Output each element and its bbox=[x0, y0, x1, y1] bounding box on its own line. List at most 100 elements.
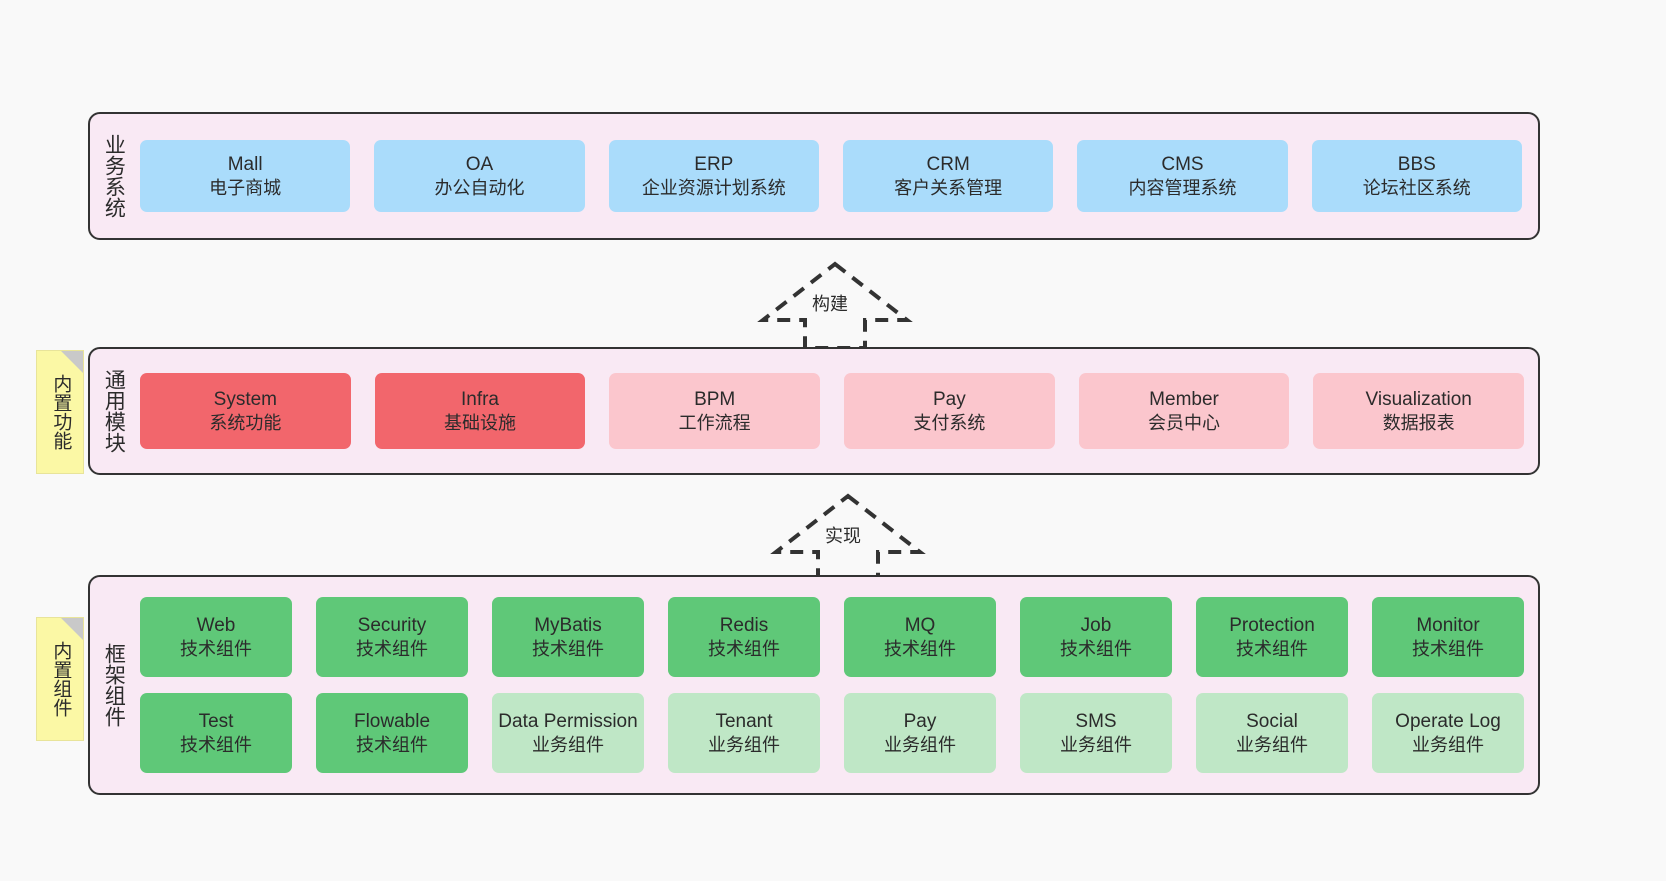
layer-business-body: Mall 电子商城 OA 办公自动化 ERP 企业资源计划系统 CRM 客户关系… bbox=[136, 114, 1538, 238]
node-security-desc: 技术组件 bbox=[356, 638, 428, 659]
node-web[interactable]: Web 技术组件 bbox=[140, 597, 292, 677]
arrow-build-label: 构建 bbox=[812, 294, 848, 314]
node-member-desc: 会员中心 bbox=[1148, 412, 1221, 433]
node-sms[interactable]: SMS 业务组件 bbox=[1020, 693, 1172, 773]
node-mybatis[interactable]: MyBatis 技术组件 bbox=[492, 597, 644, 677]
node-pay-component[interactable]: Pay 业务组件 bbox=[844, 693, 996, 773]
node-mall[interactable]: Mall 电子商城 bbox=[140, 140, 351, 212]
layer-business-systems: 业务系统 Mall 电子商城 OA 办公自动化 ERP 企业资源计划系统 CRM… bbox=[88, 112, 1540, 240]
layer-framework-title: 框架组件 bbox=[102, 643, 126, 727]
node-web-name: Web bbox=[196, 614, 236, 636]
business-node-row: Mall 电子商城 OA 办公自动化 ERP 企业资源计划系统 CRM 客户关系… bbox=[140, 140, 1522, 212]
node-redis-name: Redis bbox=[719, 614, 769, 636]
node-pay-module-desc: 支付系统 bbox=[913, 412, 986, 433]
node-bbs-name: BBS bbox=[1397, 153, 1436, 175]
node-web-desc: 技术组件 bbox=[180, 638, 252, 659]
node-visualization-name: Visualization bbox=[1365, 388, 1472, 410]
layer-common-body: System 系统功能 Infra 基础设施 BPM 工作流程 Pay 支付系统… bbox=[136, 349, 1538, 473]
node-bbs-desc: 论坛社区系统 bbox=[1362, 177, 1471, 198]
node-monitor-desc: 技术组件 bbox=[1412, 638, 1484, 659]
node-redis-desc: 技术组件 bbox=[708, 638, 780, 659]
node-monitor[interactable]: Monitor 技术组件 bbox=[1372, 597, 1524, 677]
node-bpm-name: BPM bbox=[694, 388, 736, 410]
node-tenant-desc: 业务组件 bbox=[708, 734, 780, 755]
node-security[interactable]: Security 技术组件 bbox=[316, 597, 468, 677]
node-erp-desc: 企业资源计划系统 bbox=[641, 177, 786, 198]
common-node-row: System 系统功能 Infra 基础设施 BPM 工作流程 Pay 支付系统… bbox=[140, 373, 1525, 449]
node-erp-name: ERP bbox=[694, 153, 734, 175]
node-oa-name: OA bbox=[465, 153, 494, 175]
node-job-name: Job bbox=[1080, 614, 1112, 636]
node-oa-desc: 办公自动化 bbox=[434, 177, 525, 198]
node-erp[interactable]: ERP 企业资源计划系统 bbox=[608, 140, 819, 212]
node-data-permission-desc: 业务组件 bbox=[532, 734, 604, 755]
node-tenant-name: Tenant bbox=[715, 710, 773, 732]
node-cms[interactable]: CMS 内容管理系统 bbox=[1077, 140, 1288, 212]
node-bpm-desc: 工作流程 bbox=[678, 412, 751, 433]
node-monitor-name: Monitor bbox=[1416, 614, 1480, 636]
node-redis[interactable]: Redis 技术组件 bbox=[668, 597, 820, 677]
node-protection-name: Protection bbox=[1229, 614, 1315, 636]
framework-node-row-2: Test 技术组件 Flowable 技术组件 Data Permission … bbox=[140, 693, 1524, 773]
layer-framework-components: 框架组件 Web 技术组件 Security 技术组件 MyBatis 技术组件… bbox=[88, 575, 1540, 795]
node-flowable-name: Flowable bbox=[353, 710, 431, 732]
sticky-note-built-in-components: 内置组件 bbox=[36, 617, 84, 741]
node-bpm[interactable]: BPM 工作流程 bbox=[609, 373, 821, 449]
node-security-name: Security bbox=[357, 614, 427, 636]
node-system-name: System bbox=[213, 388, 278, 410]
node-bbs[interactable]: BBS 论坛社区系统 bbox=[1311, 140, 1522, 212]
node-social-name: Social bbox=[1246, 710, 1298, 732]
node-infra[interactable]: Infra 基础设施 bbox=[374, 373, 586, 449]
node-flowable-desc: 技术组件 bbox=[356, 734, 428, 755]
node-mall-name: Mall bbox=[227, 153, 263, 175]
arrow-implement-label: 实现 bbox=[825, 526, 861, 546]
node-tenant[interactable]: Tenant 业务组件 bbox=[668, 693, 820, 773]
node-operate-log-name: Operate Log bbox=[1395, 710, 1501, 732]
node-flowable[interactable]: Flowable 技术组件 bbox=[316, 693, 468, 773]
node-mq-name: MQ bbox=[904, 614, 936, 636]
node-pay-component-desc: 业务组件 bbox=[884, 734, 956, 755]
node-protection[interactable]: Protection 技术组件 bbox=[1196, 597, 1348, 677]
node-job[interactable]: Job 技术组件 bbox=[1020, 597, 1172, 677]
node-protection-desc: 技术组件 bbox=[1236, 638, 1308, 659]
node-data-permission[interactable]: Data Permission 业务组件 bbox=[492, 693, 644, 773]
layer-common-title: 通用模块 bbox=[102, 369, 126, 453]
node-mq[interactable]: MQ 技术组件 bbox=[844, 597, 996, 677]
sticky-note-built-in-features: 内置功能 bbox=[36, 350, 84, 474]
node-pay-module[interactable]: Pay 支付系统 bbox=[844, 373, 1055, 449]
node-mall-desc: 电子商城 bbox=[209, 177, 282, 198]
framework-node-row-1: Web 技术组件 Security 技术组件 MyBatis 技术组件 Redi… bbox=[140, 597, 1524, 677]
node-visualization[interactable]: Visualization 数据报表 bbox=[1313, 373, 1525, 449]
node-test[interactable]: Test 技术组件 bbox=[140, 693, 292, 773]
node-test-desc: 技术组件 bbox=[180, 734, 252, 755]
node-visualization-desc: 数据报表 bbox=[1382, 412, 1455, 433]
node-test-name: Test bbox=[198, 710, 234, 732]
node-system-desc: 系统功能 bbox=[209, 412, 282, 433]
node-member-name: Member bbox=[1149, 388, 1219, 410]
node-job-desc: 技术组件 bbox=[1060, 638, 1132, 659]
node-data-permission-name: Data Permission bbox=[498, 710, 638, 732]
node-mq-desc: 技术组件 bbox=[884, 638, 956, 659]
node-oa[interactable]: OA 办公自动化 bbox=[374, 140, 585, 212]
node-infra-desc: 基础设施 bbox=[444, 412, 516, 433]
layer-framework-body: Web 技术组件 Security 技术组件 MyBatis 技术组件 Redi… bbox=[136, 577, 1538, 793]
layer-business-title: 业务系统 bbox=[102, 134, 126, 218]
node-member[interactable]: Member 会员中心 bbox=[1078, 373, 1290, 449]
node-system[interactable]: System 系统功能 bbox=[140, 373, 351, 449]
node-social[interactable]: Social 业务组件 bbox=[1196, 693, 1348, 773]
node-operate-log-desc: 业务组件 bbox=[1412, 734, 1484, 755]
node-crm[interactable]: CRM 客户关系管理 bbox=[842, 140, 1054, 212]
node-cms-name: CMS bbox=[1161, 153, 1204, 175]
arrow-implement bbox=[770, 493, 926, 582]
node-social-desc: 业务组件 bbox=[1236, 734, 1308, 755]
node-infra-name: Infra bbox=[460, 388, 500, 410]
node-cms-desc: 内容管理系统 bbox=[1128, 177, 1237, 198]
node-crm-name: CRM bbox=[926, 153, 970, 175]
node-mybatis-name: MyBatis bbox=[534, 614, 602, 636]
node-pay-module-name: Pay bbox=[932, 388, 966, 410]
node-sms-desc: 业务组件 bbox=[1060, 734, 1132, 755]
layer-common-modules: 通用模块 System 系统功能 Infra 基础设施 BPM 工作流程 Pay… bbox=[88, 347, 1540, 475]
node-operate-log[interactable]: Operate Log 业务组件 bbox=[1372, 693, 1524, 773]
arrow-build bbox=[757, 261, 913, 350]
